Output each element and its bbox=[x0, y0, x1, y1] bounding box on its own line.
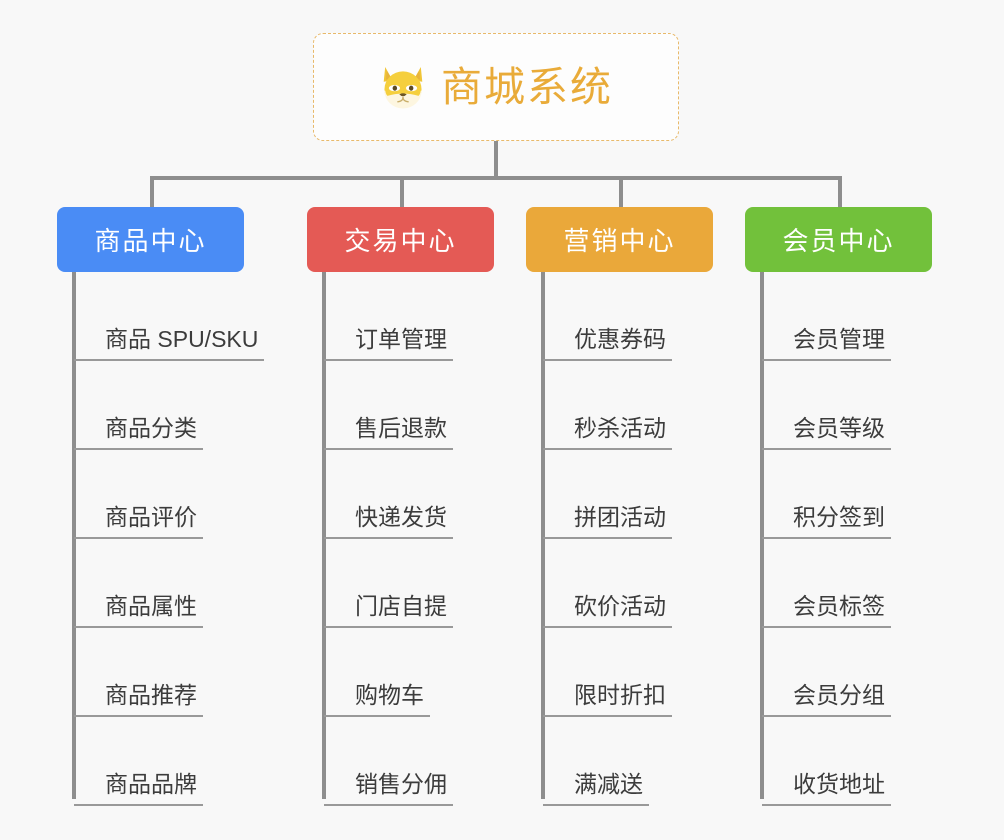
list-item[interactable]: 商品品牌 bbox=[74, 717, 277, 806]
branch-header-marketing[interactable]: 营销中心 bbox=[526, 207, 713, 272]
list-item-label: 砍价活动 bbox=[543, 593, 672, 628]
list-item-label: 商品品牌 bbox=[74, 771, 203, 806]
branch-column-member: 会员中心 会员管理 会员等级 积分签到 会员标签 会员分组 收货地址 bbox=[745, 207, 965, 806]
branch-items-trade: 订单管理 售后退款 快递发货 门店自提 购物车 销售分佣 bbox=[324, 272, 527, 806]
connector-drop-1 bbox=[150, 176, 154, 207]
list-item-label: 拼团活动 bbox=[543, 504, 672, 539]
list-item[interactable]: 积分签到 bbox=[762, 450, 965, 539]
list-item[interactable]: 商品 SPU/SKU bbox=[74, 272, 277, 361]
branch-items-product: 商品 SPU/SKU 商品分类 商品评价 商品属性 商品推荐 商品品牌 bbox=[74, 272, 277, 806]
list-item-label: 商品属性 bbox=[74, 593, 203, 628]
list-item[interactable]: 砍价活动 bbox=[543, 539, 746, 628]
connector-drop-4 bbox=[838, 176, 842, 207]
branch-spine bbox=[541, 272, 545, 799]
root-title: 商城系统 bbox=[441, 63, 613, 110]
branch-header-product[interactable]: 商品中心 bbox=[57, 207, 244, 272]
branch-spine bbox=[322, 272, 326, 799]
list-item[interactable]: 拼团活动 bbox=[543, 450, 746, 539]
list-item-label: 商品评价 bbox=[74, 504, 203, 539]
list-item-label: 售后退款 bbox=[324, 415, 453, 450]
branch-spine bbox=[760, 272, 764, 799]
list-item-label: 商品推荐 bbox=[74, 682, 203, 717]
list-item-label: 会员等级 bbox=[762, 415, 891, 450]
list-item-label: 收货地址 bbox=[762, 771, 891, 806]
branch-spine bbox=[72, 272, 76, 799]
list-item-label: 限时折扣 bbox=[543, 682, 672, 717]
list-item[interactable]: 秒杀活动 bbox=[543, 361, 746, 450]
list-item[interactable]: 门店自提 bbox=[324, 539, 527, 628]
list-item[interactable]: 快递发货 bbox=[324, 450, 527, 539]
list-item[interactable]: 限时折扣 bbox=[543, 628, 746, 717]
root-node[interactable]: 商城系统 bbox=[313, 33, 679, 141]
list-item-label: 购物车 bbox=[324, 682, 430, 717]
list-item[interactable]: 满减送 bbox=[543, 717, 746, 806]
branch-items-member: 会员管理 会员等级 积分签到 会员标签 会员分组 收货地址 bbox=[762, 272, 965, 806]
connector-drop-2 bbox=[400, 176, 404, 207]
list-item[interactable]: 商品分类 bbox=[74, 361, 277, 450]
list-item[interactable]: 会员分组 bbox=[762, 628, 965, 717]
list-item-label: 商品分类 bbox=[74, 415, 203, 450]
branch-column-product: 商品中心 商品 SPU/SKU 商品分类 商品评价 商品属性 商品推荐 商品品牌 bbox=[57, 207, 277, 806]
connector-drop-3 bbox=[619, 176, 623, 207]
list-item-label: 订单管理 bbox=[324, 326, 453, 361]
list-item-label: 销售分佣 bbox=[324, 771, 453, 806]
branch-header-member[interactable]: 会员中心 bbox=[745, 207, 932, 272]
list-item-label: 满减送 bbox=[543, 771, 649, 806]
shiba-dog-face-icon bbox=[379, 64, 427, 110]
list-item-label: 优惠券码 bbox=[543, 326, 672, 361]
list-item[interactable]: 优惠券码 bbox=[543, 272, 746, 361]
list-item-label: 积分签到 bbox=[762, 504, 891, 539]
connector-bus bbox=[150, 176, 842, 180]
list-item[interactable]: 销售分佣 bbox=[324, 717, 527, 806]
list-item-label: 门店自提 bbox=[324, 593, 453, 628]
list-item[interactable]: 会员等级 bbox=[762, 361, 965, 450]
list-item-label: 快递发货 bbox=[324, 504, 453, 539]
list-item[interactable]: 售后退款 bbox=[324, 361, 527, 450]
connector-trunk bbox=[494, 141, 498, 178]
list-item[interactable]: 商品属性 bbox=[74, 539, 277, 628]
branch-column-marketing: 营销中心 优惠券码 秒杀活动 拼团活动 砍价活动 限时折扣 满减送 bbox=[526, 207, 746, 806]
list-item[interactable]: 会员标签 bbox=[762, 539, 965, 628]
list-item-label: 商品 SPU/SKU bbox=[74, 326, 265, 361]
list-item[interactable]: 会员管理 bbox=[762, 272, 965, 361]
branch-header-trade[interactable]: 交易中心 bbox=[307, 207, 494, 272]
list-item[interactable]: 商品推荐 bbox=[74, 628, 277, 717]
list-item[interactable]: 收货地址 bbox=[762, 717, 965, 806]
list-item[interactable]: 商品评价 bbox=[74, 450, 277, 539]
list-item[interactable]: 购物车 bbox=[324, 628, 527, 717]
list-item-label: 会员管理 bbox=[762, 326, 891, 361]
list-item-label: 会员标签 bbox=[762, 593, 891, 628]
list-item-label: 会员分组 bbox=[762, 682, 891, 717]
branch-items-marketing: 优惠券码 秒杀活动 拼团活动 砍价活动 限时折扣 满减送 bbox=[543, 272, 746, 806]
branch-column-trade: 交易中心 订单管理 售后退款 快递发货 门店自提 购物车 销售分佣 bbox=[307, 207, 527, 806]
list-item[interactable]: 订单管理 bbox=[324, 272, 527, 361]
list-item-label: 秒杀活动 bbox=[543, 415, 672, 450]
